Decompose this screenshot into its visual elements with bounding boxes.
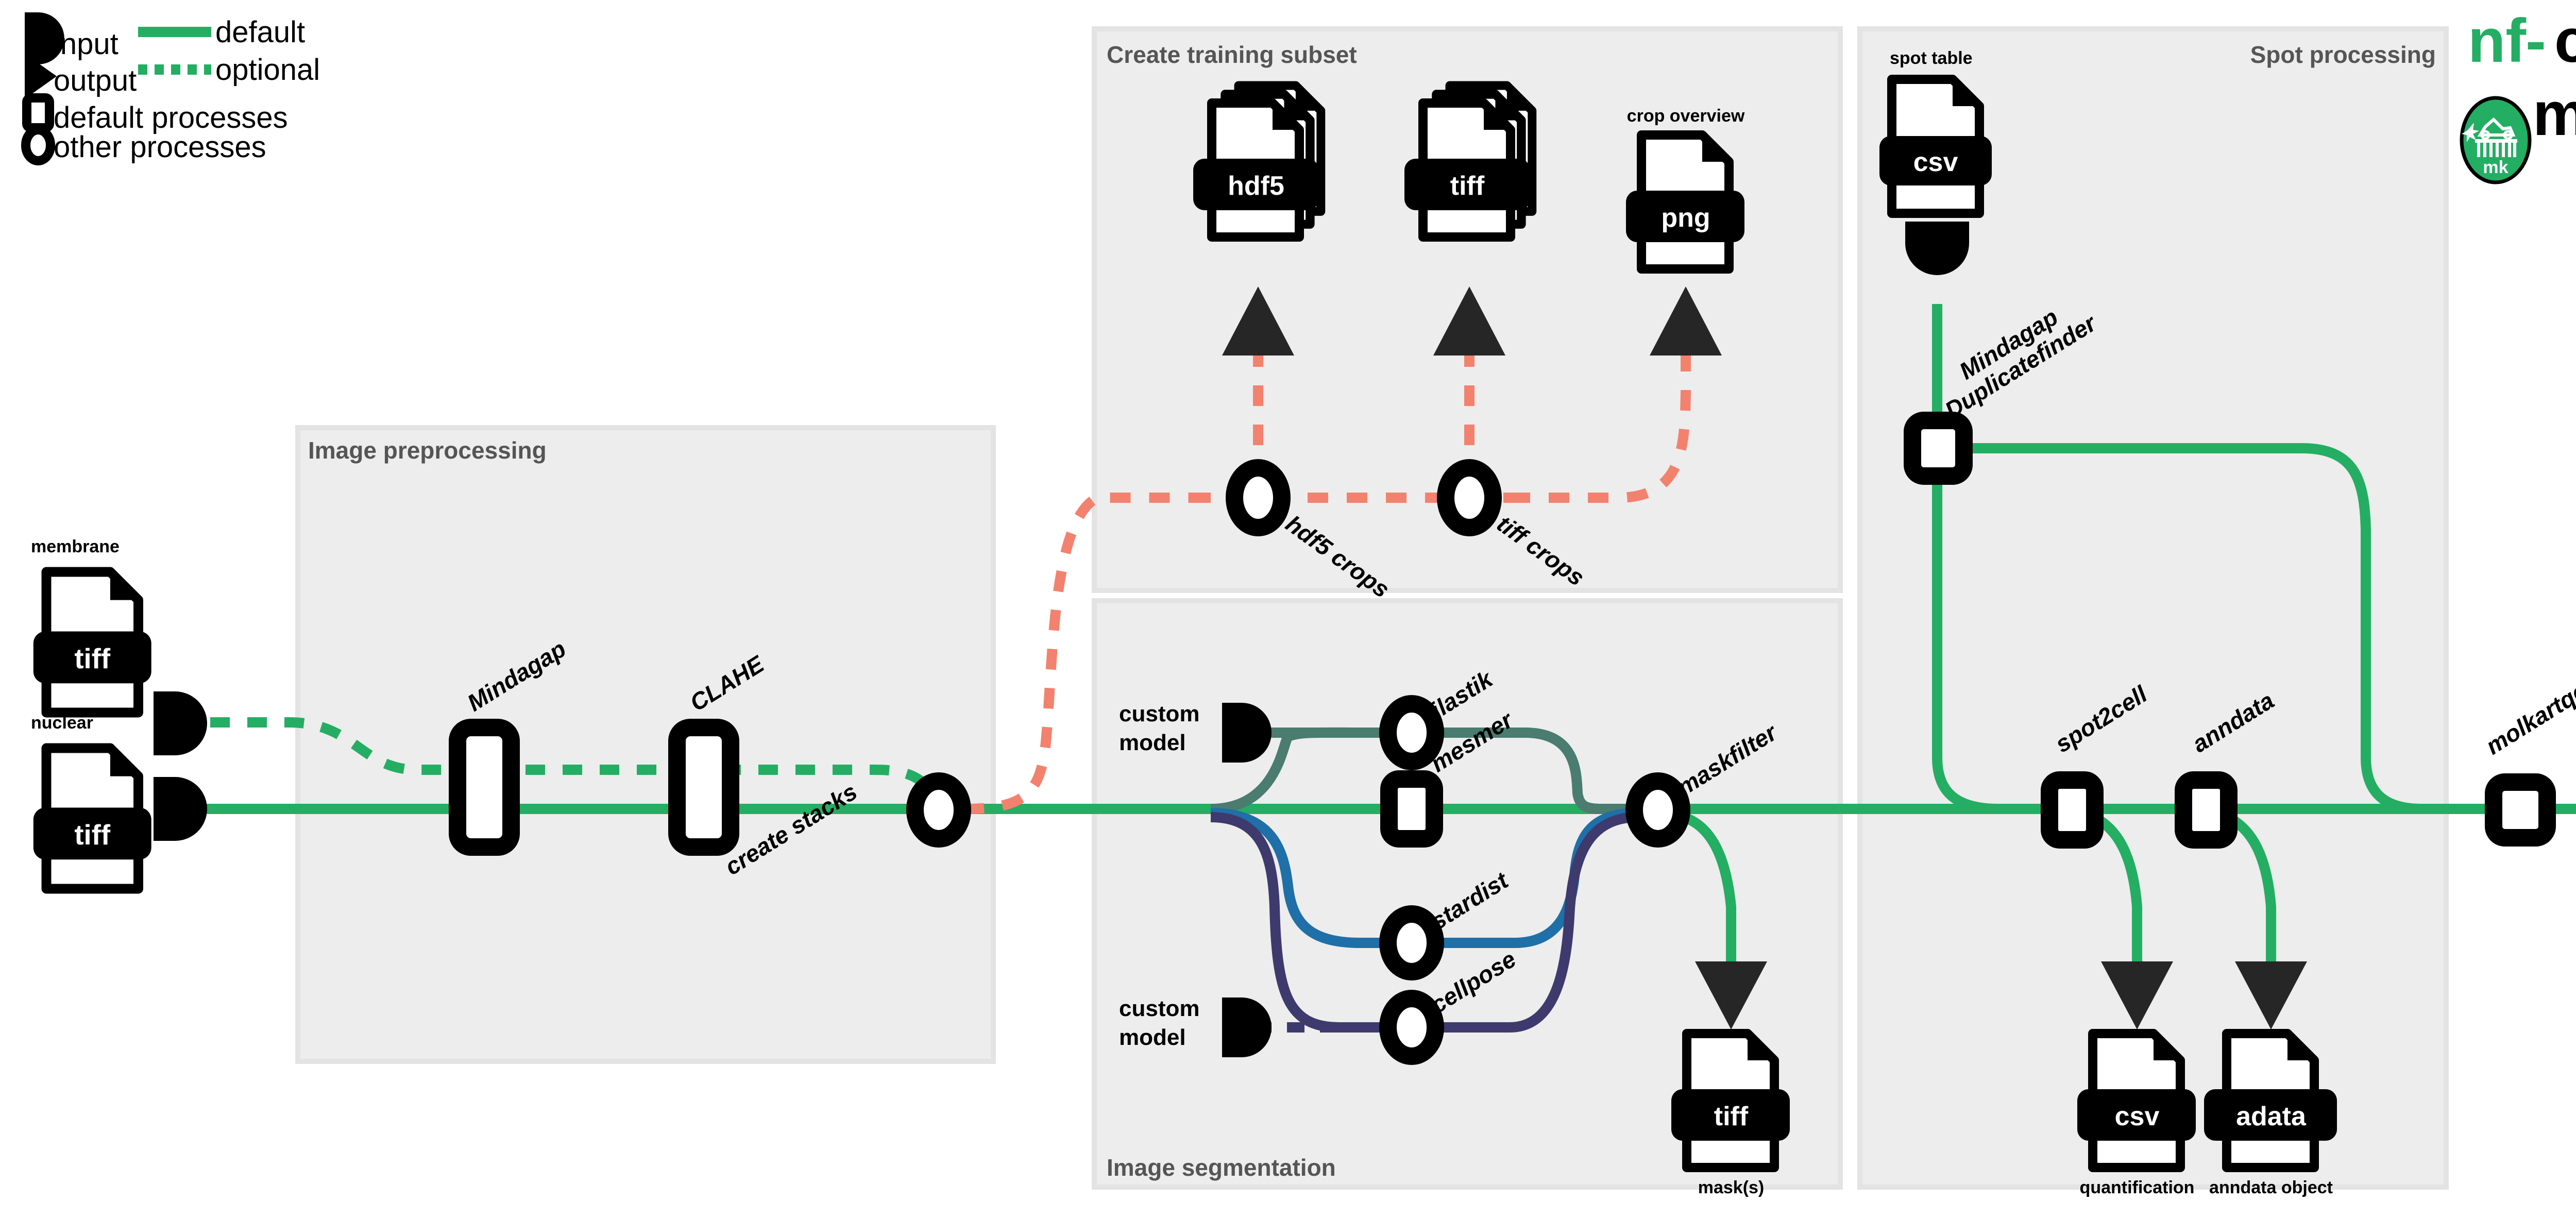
- output-arrow-icon: [25, 54, 57, 99]
- legend-item-optional-line: optional: [138, 53, 320, 87]
- input-connector-custom-model-ilastik: [1222, 703, 1272, 763]
- legend-item-default-line: default: [138, 15, 305, 49]
- panel-title-spot-processing: Spot processing: [2250, 41, 2436, 68]
- legend-label-output: output: [54, 64, 137, 97]
- output-arrow-mask: [1695, 961, 1767, 1029]
- legend-item-default-processes: default processes: [22, 93, 288, 134]
- input-connector-nuclear: [154, 777, 207, 841]
- process-node-mesmer[interactable]: [1380, 770, 1443, 848]
- panel-title-create-training-subset: Create training subset: [1107, 41, 1357, 68]
- input-caption-nuclear: nuclear: [31, 713, 93, 733]
- file-ext-label: tiff: [1714, 1102, 1749, 1131]
- process-node-molkartqc[interactable]: [2485, 773, 2556, 847]
- file-ext-label: csv: [2115, 1102, 2160, 1131]
- nf-core-logo: nf - core/ mk molkart: [2460, 6, 2576, 184]
- process-node-cellpose[interactable]: [1379, 990, 1444, 1065]
- edge-maskfilter-to-mask: [1679, 811, 1736, 963]
- custom-model-cellpose-line2: model: [1119, 1025, 1186, 1050]
- edge-dupfinder-right-down: [1966, 443, 2463, 814]
- file-icon-anndata-object: adata: [2204, 1034, 2337, 1168]
- process-node-create-stacks[interactable]: [906, 772, 971, 848]
- edge-ilastik-out: [1432, 728, 1638, 814]
- edge-branch-cellpose: [1210, 812, 1391, 1033]
- output-arrow-png-overview: [1650, 286, 1722, 356]
- panel-title-image-preprocessing: Image preprocessing: [308, 437, 547, 464]
- edge-clahe-createstacks-optional: [721, 765, 940, 803]
- file-icon-membrane-tiff: tiff: [33, 572, 151, 713]
- custom-model-ilastik-line1: custom: [1119, 701, 1199, 726]
- edge-dupfinder-down-to-spine: [1932, 469, 2050, 814]
- process-node-ilastik[interactable]: [1379, 695, 1444, 770]
- input-caption-spot-table: spot table: [1890, 48, 1973, 68]
- file-icon-png-crop-overview: png: [1626, 135, 1744, 269]
- output-arrow-tiff-crops: [1433, 286, 1505, 356]
- input-caption-membrane: membrane: [31, 537, 120, 556]
- file-icon-quantification-csv: csv: [2077, 1034, 2196, 1168]
- output-caption-anndata-object: anndata object: [2209, 1178, 2333, 1197]
- square-node-icon: [22, 93, 54, 132]
- file-ext-label: png: [1661, 203, 1710, 233]
- legend-label-input: input: [54, 27, 118, 61]
- legend-item-other-processes: other processes: [21, 125, 266, 165]
- process-node-mindagap-duplicatefinder[interactable]: [1904, 412, 1973, 485]
- file-ext-label: tiff: [74, 819, 111, 851]
- input-connector-membrane: [154, 691, 207, 755]
- logo-dash: -: [2526, 6, 2546, 75]
- legend-label-default-processes: default processes: [54, 101, 288, 134]
- process-node-anndata[interactable]: [2175, 771, 2238, 849]
- file-icon-hdf5-crops: hdf5: [1193, 86, 1321, 237]
- legend-item-output: output: [25, 54, 137, 99]
- output-caption-mask: mask(s): [1698, 1178, 1765, 1197]
- edge-membrane-optional: [210, 717, 484, 775]
- file-ext-label: tiff: [74, 643, 111, 674]
- process-node-mindagap[interactable]: [449, 719, 520, 856]
- logo-name: molkart: [2533, 79, 2576, 148]
- legend-item-input: input: [25, 12, 118, 64]
- custom-model-cellpose-line1: custom: [1119, 996, 1199, 1021]
- legend-label-default-line: default: [215, 15, 305, 49]
- output-arrow-quant: [2101, 961, 2173, 1029]
- file-icon-nuclear-tiff: tiff: [33, 748, 151, 889]
- input-connector-spot-table: [1905, 222, 1969, 275]
- legend-label-optional-line: optional: [215, 53, 320, 87]
- edge-cellpose-out: [1432, 812, 1639, 1033]
- file-ext-label: adata: [2236, 1102, 2307, 1131]
- file-ext-label: hdf5: [1228, 171, 1284, 201]
- output-caption-crop-overview: crop overview: [1627, 106, 1745, 126]
- custom-model-ilastik-line2: model: [1119, 730, 1186, 755]
- file-icon-mask-tiff: tiff: [1671, 1034, 1790, 1168]
- process-node-hdf5-crops[interactable]: [1226, 459, 1291, 536]
- edge-branch-stardist: [1210, 808, 1391, 948]
- process-node-maskfilter[interactable]: [1625, 772, 1690, 848]
- file-icon-spot-table-csv: csv: [1879, 79, 1992, 213]
- logo-badge-text: mk: [2483, 158, 2508, 177]
- output-caption-quantification: quantification: [2080, 1178, 2195, 1197]
- file-ext-label: csv: [1913, 147, 1958, 177]
- file-icon-tiff-crops: tiff: [1404, 86, 1532, 237]
- molkart-mk-badge-icon: mk: [2460, 96, 2532, 184]
- edge-createstacks-to-crops-optional: [963, 493, 1190, 814]
- process-node-spot2cell[interactable]: [2041, 771, 2104, 849]
- output-arrow-hdf5-crops: [1222, 286, 1294, 356]
- file-ext-label: tiff: [1450, 171, 1485, 201]
- edge-tiffcrops-to-png-optional: [1510, 340, 1691, 503]
- logo-nf: nf: [2468, 6, 2527, 75]
- input-connector-custom-model-cellpose: [1222, 997, 1272, 1057]
- panel-image-preprocessing: Image preprocessing: [295, 425, 996, 1064]
- legend-label-other-processes: other processes: [54, 130, 266, 164]
- panel-title-image-segmentation: Image segmentation: [1107, 1154, 1336, 1181]
- circle-node-icon: [21, 125, 55, 165]
- process-node-tiff-crops[interactable]: [1437, 459, 1502, 536]
- process-node-clahe[interactable]: [668, 719, 739, 856]
- input-shape-icon: [25, 12, 64, 64]
- logo-core-slash: core/: [2554, 6, 2576, 75]
- output-arrow-adata: [2235, 961, 2307, 1029]
- process-node-stardist[interactable]: [1379, 905, 1444, 980]
